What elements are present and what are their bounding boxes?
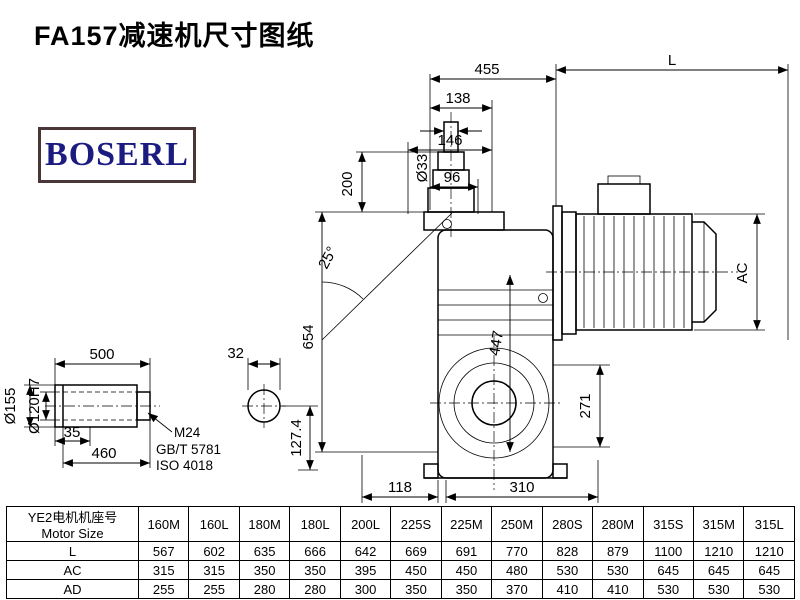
extension-lines bbox=[24, 64, 789, 503]
dim-200-label: 200 bbox=[339, 171, 356, 196]
size-value: 350 bbox=[440, 579, 493, 599]
motor-size-header-cn: YE2电机机座号 bbox=[27, 510, 118, 525]
motor-side-view bbox=[546, 175, 738, 341]
size-value: 879 bbox=[592, 541, 644, 561]
motor-size-col: 250M bbox=[491, 506, 543, 542]
dim-654-label: 654 bbox=[300, 324, 317, 349]
motor-size-col: 315M bbox=[692, 506, 745, 542]
size-value: 350 bbox=[289, 560, 341, 580]
size-value: 280 bbox=[289, 579, 341, 599]
size-value: 530 bbox=[692, 579, 745, 599]
size-value: 410 bbox=[541, 579, 594, 599]
size-value: 530 bbox=[541, 560, 594, 580]
size-value: 567 bbox=[137, 541, 190, 561]
dim-138-label: 138 bbox=[445, 90, 470, 107]
dim-96-label: 96 bbox=[444, 169, 461, 186]
size-value: 1100 bbox=[642, 541, 694, 561]
size-value: 395 bbox=[339, 560, 392, 580]
size-value: 691 bbox=[440, 541, 493, 561]
size-value: 530 bbox=[642, 579, 694, 599]
size-value: 255 bbox=[188, 579, 240, 599]
size-value: 770 bbox=[491, 541, 543, 561]
size-value: 642 bbox=[339, 541, 392, 561]
dim-447-label: 447 bbox=[486, 329, 507, 357]
dim-AC-label: AC bbox=[734, 262, 751, 283]
motor-size-header-en: Motor Size bbox=[41, 526, 104, 541]
motor-size-col: 180L bbox=[289, 506, 341, 542]
dimension-drawing: 455 L 138 146 96 Ø33 200 25° 654 447 AC … bbox=[2, 52, 789, 503]
row-label: AD bbox=[6, 579, 139, 599]
row-label: L bbox=[6, 541, 139, 561]
dim-310-label: 310 bbox=[509, 479, 534, 496]
size-value: 1210 bbox=[692, 541, 745, 561]
size-value: 350 bbox=[238, 560, 291, 580]
size-value: 669 bbox=[390, 541, 442, 561]
motor-size-col: 280M bbox=[592, 506, 644, 542]
brand-logo-text: BOSERL bbox=[45, 136, 189, 173]
size-value: 1210 bbox=[743, 541, 795, 561]
note-m24-label: M24 bbox=[174, 425, 201, 440]
dim-460-label: 460 bbox=[91, 445, 116, 462]
size-value: 450 bbox=[390, 560, 442, 580]
size-value: 370 bbox=[491, 579, 543, 599]
size-value: 645 bbox=[692, 560, 745, 580]
page-title: FA157减速机尺寸图纸 bbox=[34, 21, 315, 51]
size-value: 315 bbox=[137, 560, 190, 580]
motor-size-col: 180M bbox=[238, 506, 291, 542]
size-value: 530 bbox=[592, 560, 644, 580]
size-value: 666 bbox=[289, 541, 341, 561]
note-gb-standard-label: GB/T 5781 bbox=[156, 442, 221, 457]
size-value: 480 bbox=[491, 560, 543, 580]
dim-dia120-label: Ø120H7 bbox=[26, 378, 43, 434]
dim-455-label: 455 bbox=[474, 61, 499, 78]
size-value: 450 bbox=[440, 560, 493, 580]
size-value: 635 bbox=[238, 541, 291, 561]
dim-32-label: 32 bbox=[227, 345, 244, 362]
dim-L-label: L bbox=[668, 52, 676, 69]
size-value: 255 bbox=[137, 579, 190, 599]
motor-size-col: 280S bbox=[541, 506, 594, 542]
size-value: 828 bbox=[541, 541, 594, 561]
motor-size-col: 315S bbox=[642, 506, 694, 542]
size-value: 602 bbox=[188, 541, 240, 561]
dim-127-label: 127.4 bbox=[288, 419, 305, 457]
note-iso-standard-label: ISO 4018 bbox=[156, 458, 213, 473]
left-shaft-view bbox=[45, 384, 160, 428]
motor-size-col: 200L bbox=[339, 506, 392, 542]
dim-dia33-label: Ø33 bbox=[414, 154, 431, 182]
dim-25deg-label: 25° bbox=[315, 244, 341, 272]
motor-size-col: 225M bbox=[440, 506, 493, 542]
motor-size-col: 160M bbox=[137, 506, 190, 542]
size-value: 530 bbox=[743, 579, 795, 599]
size-value: 280 bbox=[238, 579, 291, 599]
size-value: 410 bbox=[592, 579, 644, 599]
dim-271-label: 271 bbox=[577, 393, 594, 418]
dim-500-label: 500 bbox=[89, 346, 114, 363]
dim-118-label: 118 bbox=[388, 479, 412, 496]
row-label: AC bbox=[6, 560, 139, 580]
dimension-labels: 455 L 138 146 96 Ø33 200 25° 654 447 AC … bbox=[2, 52, 751, 496]
size-value: 645 bbox=[642, 560, 694, 580]
motor-size-col: 225S bbox=[390, 506, 442, 542]
size-value: 300 bbox=[339, 579, 392, 599]
dim-146-label: 146 bbox=[437, 132, 462, 149]
dimension-lines bbox=[26, 66, 788, 501]
motor-size-col: 160L bbox=[188, 506, 240, 542]
size-value: 645 bbox=[743, 560, 795, 580]
dim-35-label: 35 bbox=[64, 424, 81, 441]
dim-dia155-label: Ø155 bbox=[2, 388, 19, 425]
size-value: 315 bbox=[188, 560, 240, 580]
shaft-section-view bbox=[242, 384, 286, 428]
brand-logo: BOSERL bbox=[38, 127, 196, 183]
size-value: 350 bbox=[390, 579, 442, 599]
motor-size-col: 315L bbox=[743, 506, 795, 542]
